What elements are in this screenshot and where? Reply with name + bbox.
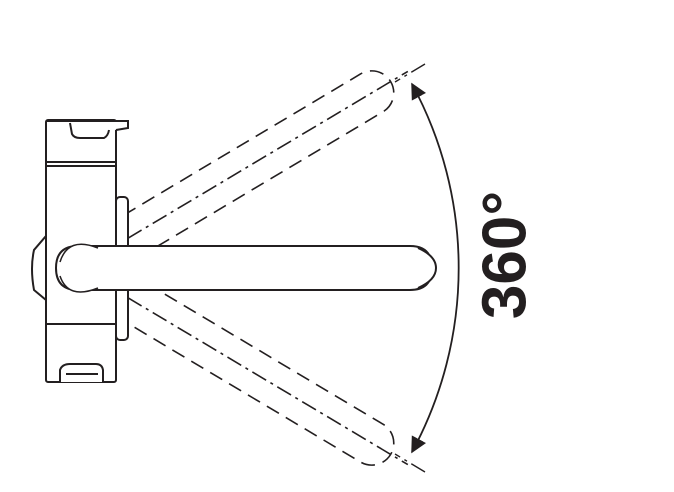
limit-line-upper [394, 63, 426, 83]
spout [54, 243, 438, 293]
limit-line-lower [394, 453, 426, 473]
spout-position-lower [55, 245, 409, 466]
rotation-arc [411, 82, 460, 454]
rotation-label: 360° [470, 190, 540, 320]
spout-position-upper [55, 70, 409, 291]
